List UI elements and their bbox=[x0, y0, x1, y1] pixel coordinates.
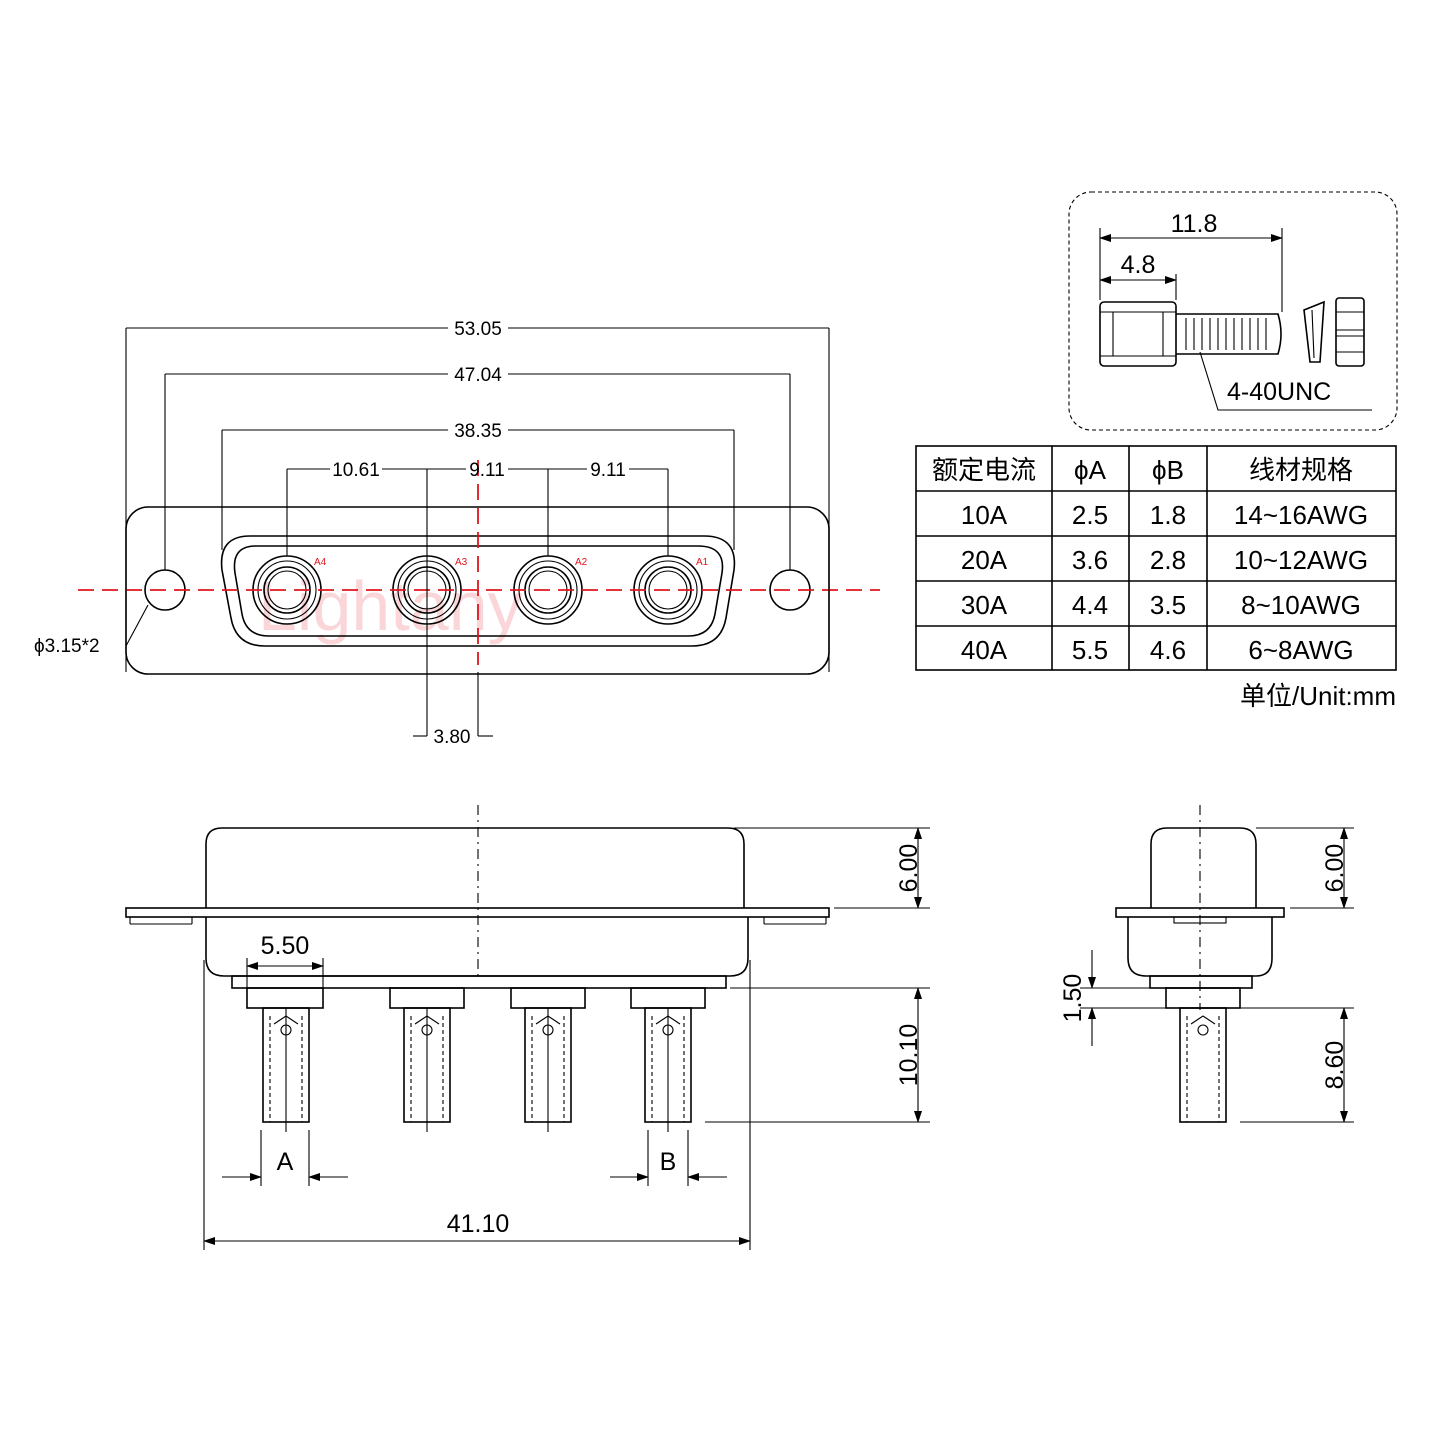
dim-end-pin-length: 8.60 bbox=[1321, 1041, 1349, 1090]
table-cell: 1.8 bbox=[1150, 500, 1186, 530]
table-header: ϕB bbox=[1152, 455, 1184, 485]
detail-frame bbox=[1068, 191, 1398, 431]
table-cell: 10A bbox=[961, 500, 1008, 530]
contact-side-1 bbox=[246, 987, 324, 1132]
table-cell: 4.6 bbox=[1150, 635, 1186, 665]
dim-label-a: A bbox=[277, 1148, 294, 1176]
dim-body-width: 41.10 bbox=[447, 1210, 510, 1238]
table-cell: 5.5 bbox=[1072, 635, 1108, 665]
table-cell: 8~10AWG bbox=[1241, 590, 1361, 620]
dim-pitch-3: 9.11 bbox=[590, 460, 626, 481]
dim-hole-spacing: 47.04 bbox=[454, 365, 502, 386]
contact-side-2 bbox=[389, 987, 465, 1132]
table-cell: 2.5 bbox=[1072, 500, 1108, 530]
dim-shell-height: 6.00 bbox=[895, 844, 923, 893]
table-cell: 3.5 bbox=[1150, 590, 1186, 620]
side-view: 6.00 10.10 5.50 A B 41.10 bbox=[125, 805, 930, 1250]
table-cell: 3.6 bbox=[1072, 545, 1108, 575]
table-header: 额定电流 bbox=[932, 455, 1036, 485]
hole-leader bbox=[125, 604, 149, 647]
table-border bbox=[915, 445, 1397, 671]
d-shell-outer bbox=[220, 535, 736, 647]
lock-washer bbox=[1303, 300, 1325, 363]
front-view: Lightany A4 A3 A2 A1 bbox=[34, 319, 880, 748]
end-view: 6.00 1.50 8.60 bbox=[1059, 805, 1354, 1123]
dim-hole-diameter: ϕ3.15*2 bbox=[34, 636, 100, 657]
upper-shell bbox=[205, 827, 745, 908]
hex-standoff bbox=[1099, 301, 1177, 367]
table-cell: 10~12AWG bbox=[1234, 545, 1368, 575]
screw-detail: 11.8 4.8 4-40UNC bbox=[1068, 191, 1398, 431]
spec-table: 额定电流 ϕA ϕB 线材规格 10A 2.5 1.8 14~16AWG 20A… bbox=[915, 445, 1397, 711]
table-cell: 20A bbox=[961, 545, 1008, 575]
dim-screw-hex: 4.8 bbox=[1121, 251, 1156, 279]
dim-overall-width: 53.05 bbox=[454, 319, 502, 340]
dim-label-b: B bbox=[660, 1148, 677, 1176]
dim-standoff: 1.50 bbox=[1059, 974, 1087, 1023]
end-upper-shell bbox=[1150, 827, 1257, 908]
dim-cup-width: 5.50 bbox=[261, 932, 310, 960]
table-cell: 14~16AWG bbox=[1234, 500, 1368, 530]
table-cell: 6~8AWG bbox=[1248, 635, 1353, 665]
table-cell: 40A bbox=[961, 635, 1008, 665]
unit-note: 单位/Unit:mm bbox=[1240, 681, 1396, 711]
thread-callout: 4-40UNC bbox=[1227, 378, 1331, 406]
pin-label-a1: A1 bbox=[696, 557, 709, 568]
insulator-base bbox=[231, 975, 727, 989]
table-header: ϕA bbox=[1074, 455, 1107, 485]
dim-end-shell-height: 6.00 bbox=[1321, 844, 1349, 893]
table-cell: 2.8 bbox=[1150, 545, 1186, 575]
contact-side-3 bbox=[510, 987, 586, 1132]
dim-shell-width: 38.35 bbox=[454, 421, 502, 442]
hex-nut bbox=[1335, 297, 1365, 367]
dim-pitch-2: 9.11 bbox=[469, 460, 505, 481]
contact-side-4 bbox=[630, 987, 706, 1132]
pin-label-a4: A4 bbox=[314, 557, 327, 568]
table-header: 线材规格 bbox=[1249, 455, 1353, 485]
end-contact bbox=[1165, 987, 1241, 1123]
thread-leader bbox=[1199, 351, 1372, 411]
dim-pin-height: 10.10 bbox=[895, 1024, 923, 1087]
d-shell-inner bbox=[233, 545, 724, 637]
dim-offset: 3.80 bbox=[434, 727, 471, 748]
pin-label-a3: A3 bbox=[455, 557, 468, 568]
dim-screw-total: 11.8 bbox=[1171, 210, 1218, 238]
table-cell: 4.4 bbox=[1072, 590, 1108, 620]
dim-pitch-1: 10.61 bbox=[332, 460, 380, 481]
pin-label-a2: A2 bbox=[575, 557, 588, 568]
table-cell: 30A bbox=[961, 590, 1008, 620]
threaded-stud bbox=[1176, 313, 1282, 355]
